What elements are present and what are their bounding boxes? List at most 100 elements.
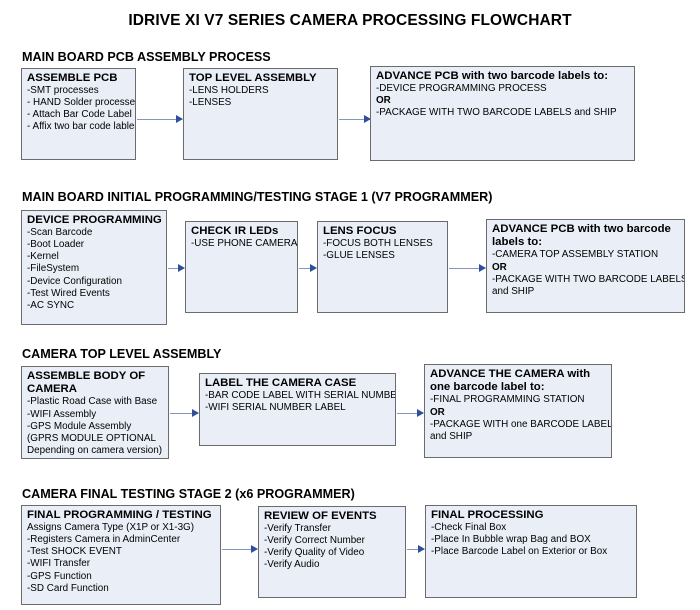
node-check-ir-leds[interactable]: CHECK IR LEDs -USE PHONE CAMERA <box>185 221 298 313</box>
node-assemble-body-of-camera[interactable]: ASSEMBLE BODY OF CAMERA -Plastic Road Ca… <box>21 366 169 459</box>
node-line: -WIFI Assembly <box>27 408 97 420</box>
connector-assemble-pcb-to-top-level-assembly <box>137 115 183 123</box>
section-heading-main-board-pcb-assembly: MAIN BOARD PCB ASSEMBLY PROCESS <box>22 50 271 64</box>
node-top-level-assembly[interactable]: TOP LEVEL ASSEMBLY -LENS HOLDERS -LENSES <box>183 68 338 160</box>
node-line: -Plastic Road Case with Base <box>27 396 158 408</box>
connector-top-level-assembly-to-advance-pcb <box>339 115 371 123</box>
node-line: -SD Card Function <box>27 582 109 594</box>
node-line: -FileSystem <box>27 263 80 275</box>
section-heading-main-board-initial-programming: MAIN BOARD INITIAL PROGRAMMING/TESTING S… <box>22 190 493 204</box>
arrowhead-icon <box>479 264 486 272</box>
node-advance-pcb-two-barcode[interactable]: ADVANCE PCB with two barcode labels to: … <box>370 66 635 161</box>
node-line: -Kernel <box>27 251 59 263</box>
arrowhead-icon <box>192 409 199 417</box>
node-title: ASSEMBLE BODY OF CAMERA <box>27 370 146 396</box>
node-line: -Boot Loader <box>27 239 85 251</box>
arrowhead-icon <box>176 115 183 123</box>
node-line: - Affix two bar code lables <box>27 121 136 133</box>
connector-final-programming-to-review-events <box>222 545 258 553</box>
node-line: OR <box>492 261 507 273</box>
node-line: -PACKAGE WITH one BARCODE LABEL <box>430 418 612 430</box>
node-line: -Device Configuration <box>27 275 122 287</box>
node-device-programming[interactable]: DEVICE PROGRAMMING -Scan Barcode -Boot L… <box>21 210 167 325</box>
node-title: LENS FOCUS <box>323 225 397 237</box>
node-line: -LENSES <box>189 97 232 109</box>
node-final-programming-testing[interactable]: FINAL PROGRAMMING / TESTING Assigns Came… <box>21 505 221 605</box>
node-title: FINAL PROCESSING <box>431 509 544 521</box>
connector-shaft <box>222 548 257 550</box>
node-line: -PACKAGE WITH TWO BARCODE LABELS and SHI… <box>376 107 617 119</box>
connector-shaft <box>407 548 424 550</box>
node-line: (GPRS MODULE OPTIONAL <box>27 432 156 444</box>
connector-shaft <box>137 118 182 120</box>
node-title: CHECK IR LEDs <box>191 225 279 237</box>
node-line: Depending on camera version) <box>27 444 163 456</box>
node-assemble-pcb[interactable]: ASSEMBLE PCB -SMT processes - HAND Solde… <box>21 68 136 160</box>
node-line: -Verify Transfer <box>264 523 331 535</box>
node-line: -GPS Function <box>27 570 92 582</box>
node-label-the-camera-case[interactable]: LABEL THE CAMERA CASE -BAR CODE LABEL WI… <box>199 373 396 446</box>
node-line: -FINAL PROGRAMMING STATION <box>430 394 585 406</box>
node-line: -GLUE LENSES <box>323 250 395 262</box>
node-line: -Check Final Box <box>431 522 507 534</box>
connector-review-events-to-final-processing <box>407 545 425 553</box>
node-line: -USE PHONE CAMERA <box>191 238 298 250</box>
node-line: -AC SYNC <box>27 299 75 311</box>
node-review-of-events[interactable]: REVIEW OF EVENTS -Verify Transfer -Verif… <box>258 506 406 598</box>
node-title: LABEL THE CAMERA CASE <box>205 377 357 389</box>
node-lens-focus[interactable]: LENS FOCUS -FOCUS BOTH LENSES -GLUE LENS… <box>317 221 448 313</box>
node-line: -WIFI SERIAL NUMBER LABEL <box>205 402 346 414</box>
connector-assemble-body-to-label-case <box>170 409 199 417</box>
node-line: OR <box>430 406 445 418</box>
node-advance-the-camera[interactable]: ADVANCE THE CAMERA with one barcode labe… <box>424 364 612 458</box>
connector-shaft <box>449 267 485 269</box>
node-line: -Place Barcode Label on Exterior or Box <box>431 546 608 558</box>
node-line: -BAR CODE LABEL WITH SERIAL NUMBER <box>205 390 396 402</box>
arrowhead-icon <box>178 264 185 272</box>
node-line: and SHIP <box>492 285 535 297</box>
page-title: IDRIVE XI V7 SERIES CAMERA PROCESSING FL… <box>128 12 572 29</box>
section-heading-camera-top-level-assembly: CAMERA TOP LEVEL ASSEMBLY <box>22 347 222 361</box>
node-line: -PACKAGE WITH TWO BARCODE LABELS <box>492 273 685 285</box>
connector-shaft <box>299 267 316 269</box>
node-line: -Registers Camera in AdminCenter <box>27 534 181 546</box>
node-title: TOP LEVEL ASSEMBLY <box>189 72 317 84</box>
node-line: -GPS Module Assembly <box>27 420 132 432</box>
arrowhead-icon <box>364 115 371 123</box>
node-line: -Scan Barcode <box>27 227 93 239</box>
node-line: -Verify Audio <box>264 559 320 571</box>
connector-check-ir-leds-to-lens-focus <box>299 264 317 272</box>
connector-shaft <box>168 267 184 269</box>
node-line: OR <box>376 95 391 107</box>
node-line: -Test SHOCK EVENT <box>27 546 122 558</box>
node-line: Assigns Camera Type (X1P or X1-3G) <box>27 522 195 534</box>
connector-lens-focus-to-advance-pcb <box>449 264 486 272</box>
node-title: ADVANCE PCB with two barcode labels to: <box>376 70 609 82</box>
node-title: REVIEW OF EVENTS <box>264 510 377 522</box>
node-line: -Place In Bubble wrap Bag and BOX <box>431 534 591 546</box>
node-line: - HAND Solder processes <box>27 97 136 109</box>
node-title: ADVANCE THE CAMERA with one barcode labe… <box>430 368 591 394</box>
node-line: -WIFI Transfer <box>27 558 91 570</box>
connector-device-programming-to-check-ir-leds <box>168 264 185 272</box>
node-line: -DEVICE PROGRAMMING PROCESS <box>376 83 547 95</box>
arrowhead-icon <box>251 545 258 553</box>
node-line: -SMT processes <box>27 85 99 97</box>
node-final-processing[interactable]: FINAL PROCESSING -Check Final Box -Place… <box>425 505 637 598</box>
node-title: ADVANCE PCB with two barcode labels to: <box>492 223 671 249</box>
connector-shaft <box>170 412 198 414</box>
node-line: -CAMERA TOP ASSEMBLY STATION <box>492 249 659 261</box>
node-line: -LENS HOLDERS <box>189 85 269 97</box>
node-line: and SHIP <box>430 430 473 442</box>
connector-label-case-to-advance-camera <box>397 409 424 417</box>
node-line: -Verify Correct Number <box>264 535 365 547</box>
node-line: -Test Wired Events <box>27 287 110 299</box>
arrowhead-icon <box>418 545 425 553</box>
section-heading-camera-final-testing: CAMERA FINAL TESTING STAGE 2 (x6 PROGRAM… <box>22 487 355 501</box>
node-title: ASSEMBLE PCB <box>27 72 118 84</box>
node-title: FINAL PROGRAMMING / TESTING <box>27 509 212 521</box>
node-advance-pcb-camera-top[interactable]: ADVANCE PCB with two barcode labels to: … <box>486 219 685 313</box>
arrowhead-icon <box>310 264 317 272</box>
node-line: - Attach Bar Code Label <box>27 109 132 121</box>
